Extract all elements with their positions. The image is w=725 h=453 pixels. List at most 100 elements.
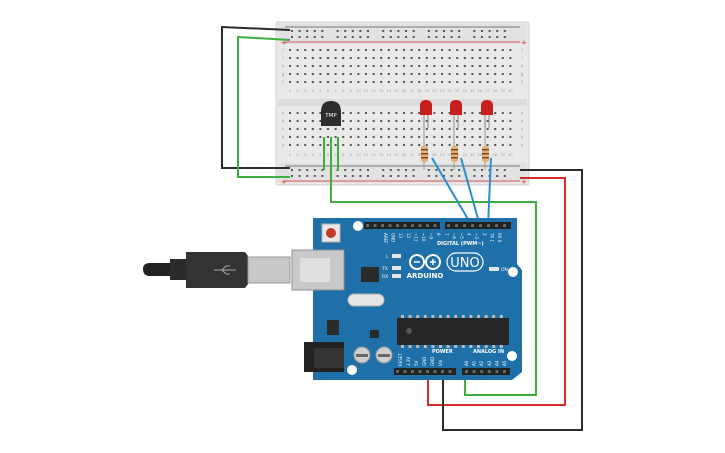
rail-hole	[412, 36, 415, 38]
led-3[interactable]	[481, 100, 493, 128]
breadboard-hole	[441, 144, 443, 146]
column-number: 11	[364, 153, 368, 157]
column-number: 6	[327, 89, 329, 93]
led-1[interactable]	[420, 100, 432, 128]
breadboard[interactable]: 1122334455667788991010111112121313141415…	[275, 21, 530, 186]
digital-header-right[interactable]	[445, 222, 511, 229]
chip-pin	[446, 345, 450, 348]
resistor-1[interactable]	[421, 128, 428, 170]
tmp-sensor[interactable]: TMP	[321, 101, 341, 126]
rail-hole	[351, 175, 354, 177]
breadboard-hole	[403, 81, 405, 83]
rail-hole	[389, 169, 392, 171]
breadboard-hole	[509, 120, 512, 122]
header-socket	[396, 224, 399, 227]
row-letter: c	[282, 127, 284, 132]
column-number: 21	[440, 153, 444, 157]
column-number: 30	[508, 89, 512, 93]
breadboard-hole	[494, 49, 497, 51]
tmp-label: TMP	[324, 113, 337, 119]
led-2[interactable]	[450, 100, 462, 128]
breadboard-hole	[319, 128, 322, 130]
breadboard-hole	[425, 49, 428, 51]
header-socket	[455, 224, 458, 227]
breadboard-hole	[425, 136, 428, 138]
column-number: 6	[327, 153, 329, 157]
rail-hole	[298, 30, 301, 32]
rail-hole	[367, 30, 369, 32]
board-name: ARDUINO	[407, 272, 444, 280]
breadboard-hole	[357, 128, 360, 130]
digital-pin-label: ~3	[474, 233, 479, 239]
breadboard-hole	[456, 144, 459, 146]
rail-hole	[291, 175, 293, 177]
rail-hole	[405, 175, 407, 177]
wire-blue-led-3[interactable]	[487, 157, 492, 227]
breadboard-hole	[380, 73, 383, 75]
wire-black-gnd-board[interactable]	[442, 169, 583, 431]
breadboard-hole	[387, 65, 390, 67]
rail-hole	[351, 36, 354, 38]
resistor-band	[451, 153, 458, 155]
header-socket	[388, 224, 392, 227]
breadboard-hole	[486, 65, 489, 67]
row-letter: i	[282, 56, 283, 61]
rx-label: RX	[382, 274, 388, 280]
breadboard-hole	[304, 112, 307, 114]
row-letter: i	[521, 56, 522, 61]
breadboard-hole	[319, 65, 322, 67]
breadboard-hole	[365, 128, 367, 130]
resistor-2[interactable]	[451, 128, 458, 170]
breadboard-hole	[403, 73, 405, 75]
breadboard-hole	[433, 112, 436, 114]
rail-hole	[435, 169, 438, 171]
rail-hole	[298, 169, 301, 171]
breadboard-hole	[410, 120, 413, 122]
breadboard-hole	[441, 81, 443, 83]
rail-hole	[389, 36, 392, 38]
wire-green-tmp-signal[interactable]	[330, 170, 537, 396]
breadboard-hole	[304, 136, 307, 138]
column-number: 21	[440, 89, 444, 93]
resistor-3[interactable]	[482, 128, 489, 170]
breadboard-hole	[380, 112, 383, 114]
wire-red-5v[interactable]	[427, 177, 566, 406]
breadboard-hole	[372, 73, 375, 75]
wires[interactable]	[221, 25, 583, 431]
analog-header[interactable]	[462, 368, 510, 375]
chip-pin	[492, 315, 496, 318]
breadboard-hole	[433, 65, 436, 67]
breadboard-hole	[410, 136, 413, 138]
header-socket	[472, 370, 476, 373]
breadboard-holes: 1122334455667788991010111112121313141415…	[289, 30, 513, 177]
usb-cable[interactable]	[143, 252, 291, 288]
row-letter: a	[521, 143, 524, 148]
rail-hole	[435, 175, 438, 177]
column-number: 1	[289, 89, 291, 93]
breadboard-hole	[357, 120, 360, 122]
breadboard-hole	[304, 144, 307, 146]
breadboard-hole	[289, 81, 291, 83]
breadboard-hole	[486, 49, 489, 51]
breadboard-hole	[357, 57, 360, 59]
digital-header-left[interactable]	[364, 222, 440, 229]
header-socket	[411, 370, 414, 373]
breadboard-hole	[327, 73, 329, 75]
chip-pin	[454, 345, 458, 348]
breadboard-hole	[410, 65, 413, 67]
breadboard-hole	[296, 65, 299, 67]
power-header[interactable]	[394, 368, 456, 375]
wire-blue-led-1[interactable]	[431, 157, 473, 227]
led-group[interactable]	[420, 100, 493, 170]
rail-hole	[443, 169, 445, 171]
rail-hole	[397, 36, 400, 38]
wire-blue-led-2[interactable]	[460, 157, 481, 227]
breadboard-hole	[494, 81, 497, 83]
wire-black-gnd-top[interactable]	[221, 25, 291, 169]
wire-green-left[interactable]	[237, 35, 291, 178]
digital-pin-label: 7	[444, 233, 449, 236]
breadboard-hole	[395, 144, 398, 146]
